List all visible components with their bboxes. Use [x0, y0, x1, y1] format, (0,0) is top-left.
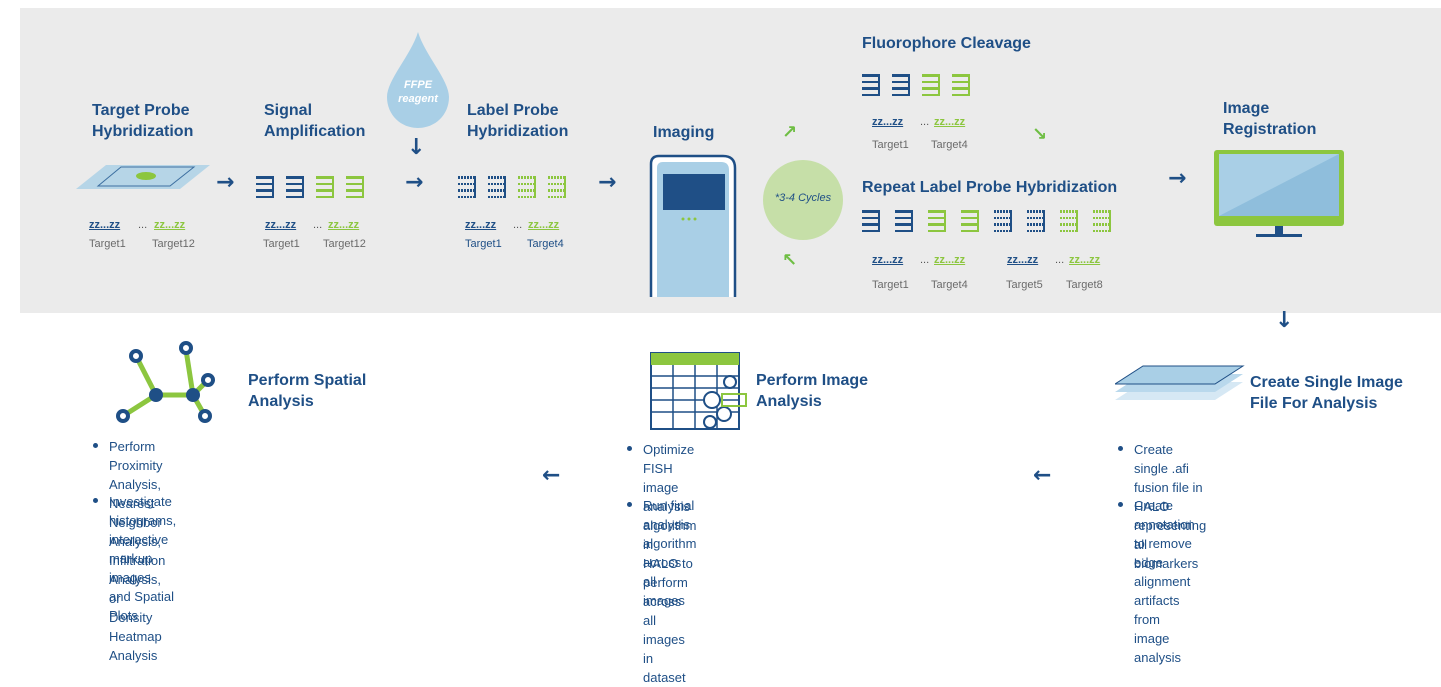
target-label: Target12	[323, 238, 366, 250]
zz-label-blue: zz...zz	[872, 116, 904, 128]
target-label: Target1	[263, 238, 300, 250]
target-label: Target4	[931, 139, 968, 151]
arrow-right-icon: →	[598, 170, 617, 195]
arrow-right-icon: →	[216, 170, 235, 195]
imaging-instrument-icon	[649, 154, 737, 297]
ffpe-reagent-label: FFPE reagent	[398, 79, 438, 105]
arrow-down-icon: ↓	[407, 135, 426, 160]
ellipsis: ...	[138, 219, 148, 231]
target-label: Target1	[89, 238, 126, 250]
probe-glyph	[1093, 210, 1111, 232]
probe-glyph	[952, 74, 970, 96]
probe-glyph	[286, 176, 304, 198]
probe-glyph	[346, 176, 364, 198]
probe-glyph	[548, 176, 566, 198]
target-probe-title: Target Probe Hybridization	[92, 102, 194, 140]
probe-group	[862, 74, 992, 104]
zz-label-green: zz...zz	[1069, 254, 1101, 266]
probe-glyph	[518, 176, 536, 198]
probe-glyph	[895, 210, 913, 232]
probe-glyph	[488, 176, 506, 198]
repeat-label-probe-title: Repeat Label Probe Hybridization	[862, 179, 1118, 196]
perform-image-analysis-title: Perform Image Analysis	[756, 372, 869, 410]
ellipsis: ...	[313, 219, 323, 231]
probe-glyph	[862, 74, 880, 96]
tissue-slide-icon	[76, 165, 210, 189]
target-label: Target8	[1066, 279, 1103, 291]
zz-label-green: zz...zz	[328, 219, 360, 231]
target-label: Target4	[931, 279, 968, 291]
ellipsis: ...	[920, 254, 930, 266]
arrow-right-icon: →	[405, 170, 424, 195]
probe-glyph	[1027, 210, 1045, 232]
create-single-image-title: Create Single Image File For Analysis	[1250, 374, 1403, 412]
zz-label-blue: zz...zz	[89, 219, 121, 231]
target-label: Target1	[465, 238, 502, 250]
target-label: Target1	[872, 279, 909, 291]
perform-spatial-analysis-title: Perform Spatial Analysis	[248, 372, 367, 410]
imaging-title: Imaging	[653, 124, 715, 141]
probe-glyph	[892, 74, 910, 96]
ellipsis: ...	[920, 116, 930, 128]
probe-group	[458, 176, 588, 206]
target-label: Target12	[152, 238, 195, 250]
image-registration-title: Image Registration	[1223, 100, 1317, 138]
probe-group	[862, 210, 1122, 240]
ellipsis: ...	[513, 219, 523, 231]
zz-label-green: zz...zz	[934, 254, 966, 266]
arrow-right-icon: →	[1168, 166, 1187, 191]
arrow-down-icon: ↓	[1275, 308, 1294, 333]
table-analysis-icon	[650, 352, 747, 430]
probe-glyph	[256, 176, 274, 198]
probe-group	[256, 176, 386, 206]
zz-label-blue: zz...zz	[872, 254, 904, 266]
zz-label-green: zz...zz	[528, 219, 560, 231]
arrow-down-right-icon: ↘	[1032, 124, 1048, 145]
probe-glyph	[928, 210, 946, 232]
monitor-icon	[1214, 150, 1344, 237]
probe-glyph	[458, 176, 476, 198]
drop-icon	[387, 32, 449, 128]
probe-glyph	[1060, 210, 1078, 232]
arrow-left-icon: ←	[542, 463, 561, 488]
arrow-up-left-icon: ↖	[782, 250, 798, 271]
cycles-circle: *3-4 Cycles	[763, 160, 843, 240]
label-probe-title: Label Probe Hybridization	[467, 102, 569, 140]
target-label: Target5	[1006, 279, 1043, 291]
zz-label-blue: zz...zz	[465, 219, 497, 231]
fluorophore-cleavage-title: Fluorophore Cleavage	[862, 35, 1031, 52]
target-label: Target4	[527, 238, 564, 250]
target-label: Target1	[872, 139, 909, 151]
probe-glyph	[316, 176, 334, 198]
signal-amplification-title: Signal Amplification	[264, 102, 366, 140]
zz-label-green: zz...zz	[934, 116, 966, 128]
probe-glyph	[862, 210, 880, 232]
image-stack-icon	[1115, 365, 1245, 400]
cycles-label: *3-4 Cycles	[774, 192, 832, 204]
network-graph-icon	[116, 341, 215, 423]
zz-label-blue: zz...zz	[1007, 254, 1039, 266]
probe-glyph	[922, 74, 940, 96]
arrow-left-icon: ←	[1033, 463, 1052, 488]
probe-glyph	[994, 210, 1012, 232]
ellipsis: ...	[1055, 254, 1065, 266]
probe-glyph	[961, 210, 979, 232]
zz-label-green: zz...zz	[154, 219, 186, 231]
zz-label-blue: zz...zz	[265, 219, 297, 231]
arrow-up-right-icon: ↗	[782, 122, 798, 143]
